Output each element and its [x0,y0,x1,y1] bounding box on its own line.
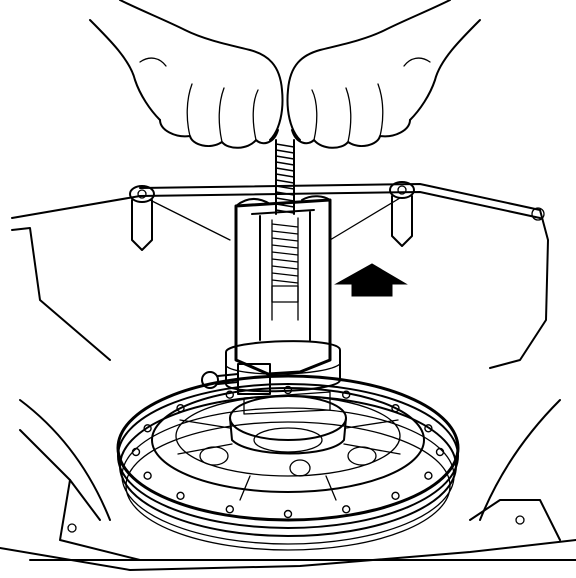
flange-bolt [391,404,400,413]
hands [89,0,481,149]
shaft-thread-line [271,237,299,242]
flange-bolts [131,385,445,519]
screw-thread-line [275,179,295,184]
shaft-thread-line [271,251,299,256]
pump-housing [116,374,460,551]
adapter-collar [201,340,341,415]
installation-direction-arrow [334,263,408,297]
shaft-thread-line [271,265,299,270]
flange-bolt [391,491,400,500]
screw-thread-line [275,173,295,178]
shaft-thread-line [271,272,299,277]
shaft-thread-line [271,223,299,228]
screw-thread-line [275,155,295,160]
shaft-thread-line [271,279,299,284]
flange-bolt [342,390,351,399]
flange-bolt [143,471,152,480]
strap-support-bar [129,181,545,251]
flange-bolt [283,509,293,519]
screw-thread-line [275,161,295,166]
screw-thread-line [275,197,295,202]
outer-engine-frame [0,195,576,571]
screw-thread-line [275,167,295,172]
flange-bolt [225,390,235,399]
flange-bolt [225,505,235,514]
puller-tool-body [234,195,332,376]
flange-bolt [176,404,185,413]
screw-thread-line [275,191,295,196]
flange-bolt [283,385,293,395]
flange-bolt [131,447,141,457]
flange-bolt [342,505,351,514]
screw-thread-line [275,185,295,190]
right-mount-bolt [389,181,415,247]
inner-shaft-threads [271,223,299,284]
flange-bolt [424,471,433,480]
flange-bolt [435,447,445,457]
flange-bolt [424,424,433,433]
screw-thread-line [275,149,295,154]
shaft-thread-line [271,244,299,249]
flange-bolt [176,491,185,500]
shaft-thread-line [271,258,299,263]
flange-bolt [143,424,152,433]
left-mount-bolt [129,185,155,251]
screw-thread-line [275,143,295,148]
shaft-thread-line [271,230,299,235]
